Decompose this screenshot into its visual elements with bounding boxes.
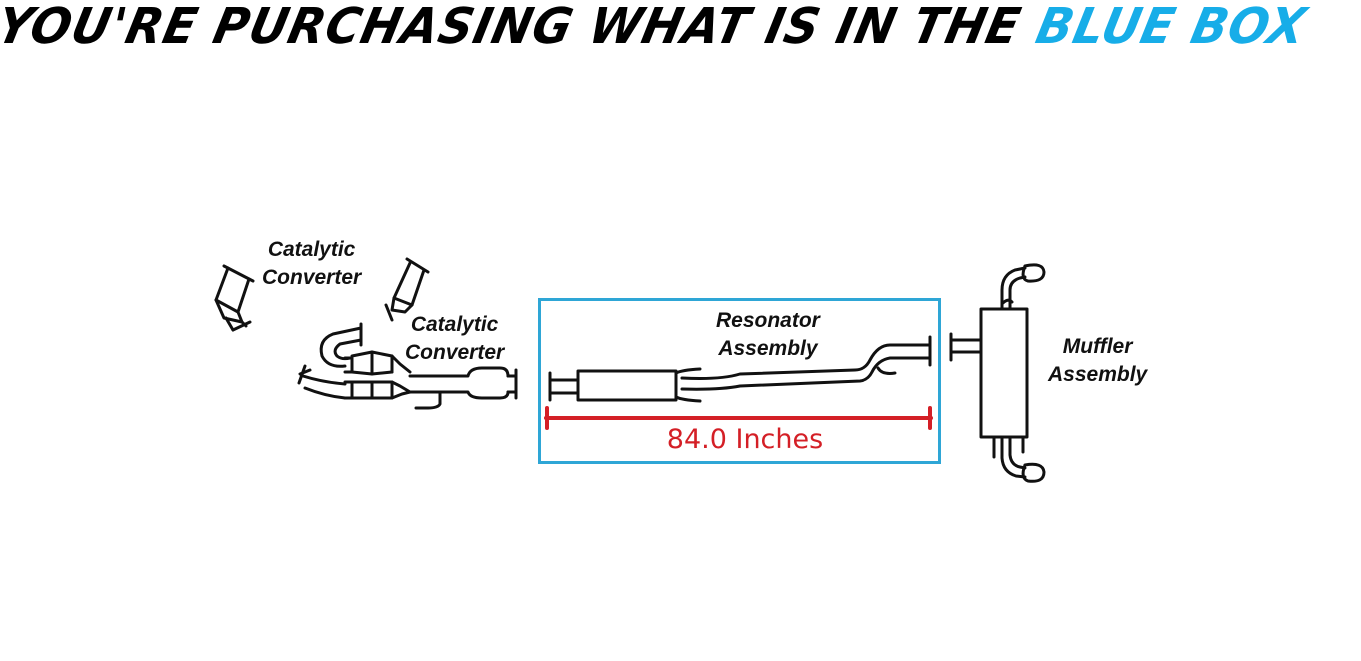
- label-line-2: Assembly: [718, 337, 818, 360]
- measurement-line: [544, 406, 933, 430]
- label-line-1: Catalytic: [267, 238, 356, 261]
- label-muffler-assembly: Muffler Assembly: [1048, 333, 1147, 389]
- resonator-assembly-part: [548, 335, 932, 403]
- label-line-2: Assembly: [1048, 363, 1148, 386]
- label-line-2: Converter: [262, 266, 362, 289]
- label-line-2: Converter: [405, 341, 505, 364]
- measurement-label: 84.0 Inches: [666, 424, 824, 455]
- label-catalytic-converter-2: Catalytic Converter: [405, 311, 504, 367]
- y-pipe-assembly: [297, 322, 518, 410]
- muffler-assembly-part: [949, 263, 1046, 483]
- label-catalytic-converter-1: Catalytic Converter: [262, 236, 361, 292]
- catalytic-converter-part-1: [214, 264, 255, 332]
- label-line-1: Muffler: [1062, 335, 1133, 358]
- blue-highlight-box: [538, 298, 941, 464]
- label-line-1: Resonator: [716, 309, 820, 332]
- catalytic-converter-part-2: [384, 257, 430, 322]
- label-line-1: Catalytic: [410, 313, 499, 336]
- label-resonator-assembly: Resonator Assembly: [716, 307, 820, 363]
